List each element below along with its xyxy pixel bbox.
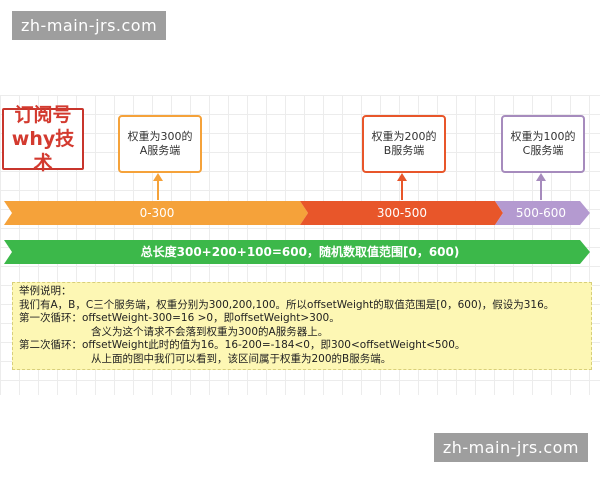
arrow-c-head [536,173,546,181]
total-bar-shape [4,240,590,264]
segment-b-label: 300-500 [376,206,428,220]
note-line-1: 举例说明： [19,285,72,297]
example-note: 举例说明： 我们有A，B，C三个服务端，权重分别为300,200,100。所以o… [12,282,592,370]
segment-b [300,201,503,225]
segment-c [495,201,590,225]
note-line-5: 第二次循环：offsetWeight此时的值为16。16-200=-184<0，… [19,339,466,351]
server-c-weight: 权重为100的 [510,130,576,143]
segment-a-label: 0-300 [139,206,175,220]
timeline-shapes [4,201,590,225]
total-bar-fill [4,240,590,264]
note-line-4: 含义为这个请求不会落到权重为300的A服务器上。 [91,325,329,338]
server-a-weight: 权重为300的 [127,130,193,143]
note-line-6: 从上面的图中我们可以看到，该区间属于权重为200的B服务端。 [91,352,392,365]
arrow-to-a [153,173,163,200]
watermark-top: zh-main-jrs.com [12,11,167,40]
server-a-name: A服务端 [139,144,181,157]
note-line-2: 我们有A，B，C三个服务端，权重分别为300,200,100。所以offsetW… [19,298,555,311]
server-c-box: 权重为100的 C服务端 [501,115,585,173]
arrow-a-head [153,173,163,181]
server-b-name: B服务端 [383,144,425,157]
arrow-to-b [397,173,407,200]
total-range-bar: 总长度300+200+100=600，随机数取值范围[0，600) [0,240,600,264]
subscription-stamp: 订阅号 why技术 [2,104,84,174]
arrow-to-c [536,173,546,200]
segment-a [4,201,308,225]
server-b-box: 权重为200的 B服务端 [362,115,446,173]
server-c-name: C服务端 [522,144,564,157]
note-line-3: 第一次循环：offsetWeight-300=16 >0，即offsetWeig… [19,312,340,324]
total-range-label: 总长度300+200+100=600，随机数取值范围[0，600) [140,245,460,259]
arrow-b-head [397,173,407,181]
server-a-box: 权重为300的 A服务端 [118,115,202,173]
segment-c-label: 500-600 [515,206,567,220]
stamp-line-2: why技术 [11,128,75,174]
server-b-weight: 权重为200的 [371,130,437,143]
weight-timeline: 0-300 300-500 500-600 [0,201,600,225]
stamp-line-1: 订阅号 [14,104,72,126]
watermark-bottom: zh-main-jrs.com [433,433,588,462]
